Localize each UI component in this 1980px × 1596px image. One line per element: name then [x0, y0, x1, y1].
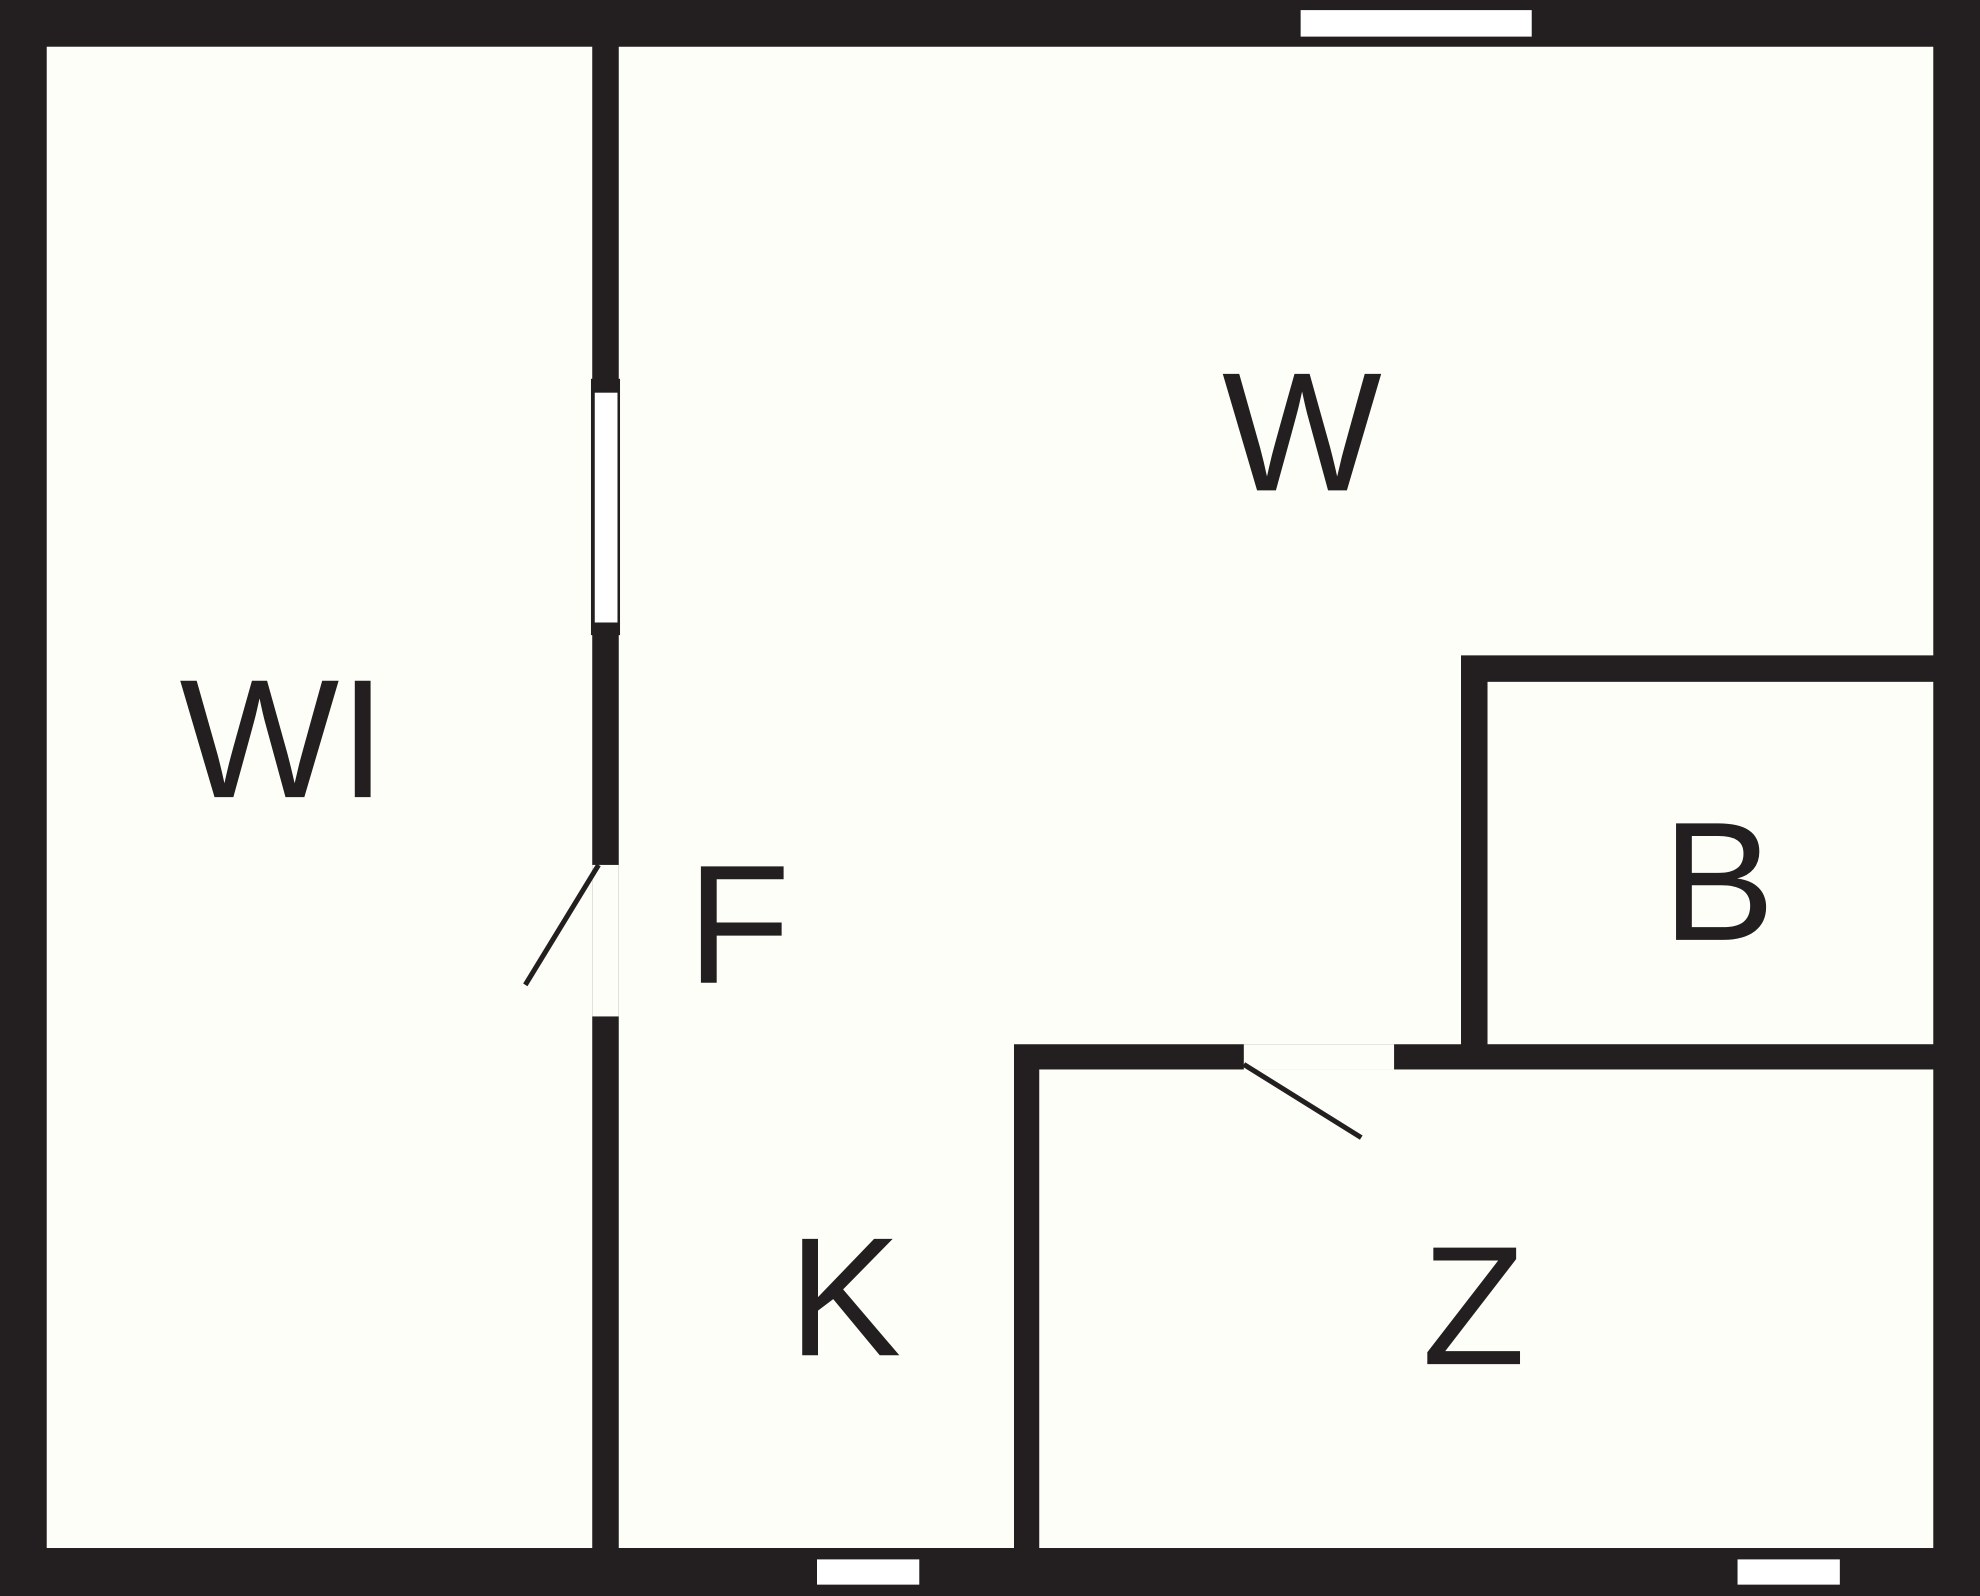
window-bottom-z [1737, 1559, 1840, 1585]
room-z-floor [1039, 1069, 1934, 1549]
doorway-wi [592, 864, 619, 1017]
window-bottom-k [817, 1559, 920, 1585]
room-label-b: B [1662, 787, 1775, 976]
room-label-wi: WI [180, 644, 387, 833]
room-label-w: W [1222, 337, 1382, 526]
room-main-floor [618, 46, 1934, 1549]
room-label-z: Z [1422, 1211, 1525, 1400]
window-top [1300, 10, 1532, 37]
room-b-floor [1487, 681, 1934, 1045]
room-label-f: F [687, 830, 790, 1019]
interior-window [594, 392, 618, 623]
room-label-k: K [788, 1202, 901, 1391]
doorway-z [1243, 1044, 1395, 1070]
door-swing-wi [523, 863, 601, 987]
door-swing-z [1242, 1062, 1363, 1140]
room-wi-floor [46, 46, 593, 1549]
